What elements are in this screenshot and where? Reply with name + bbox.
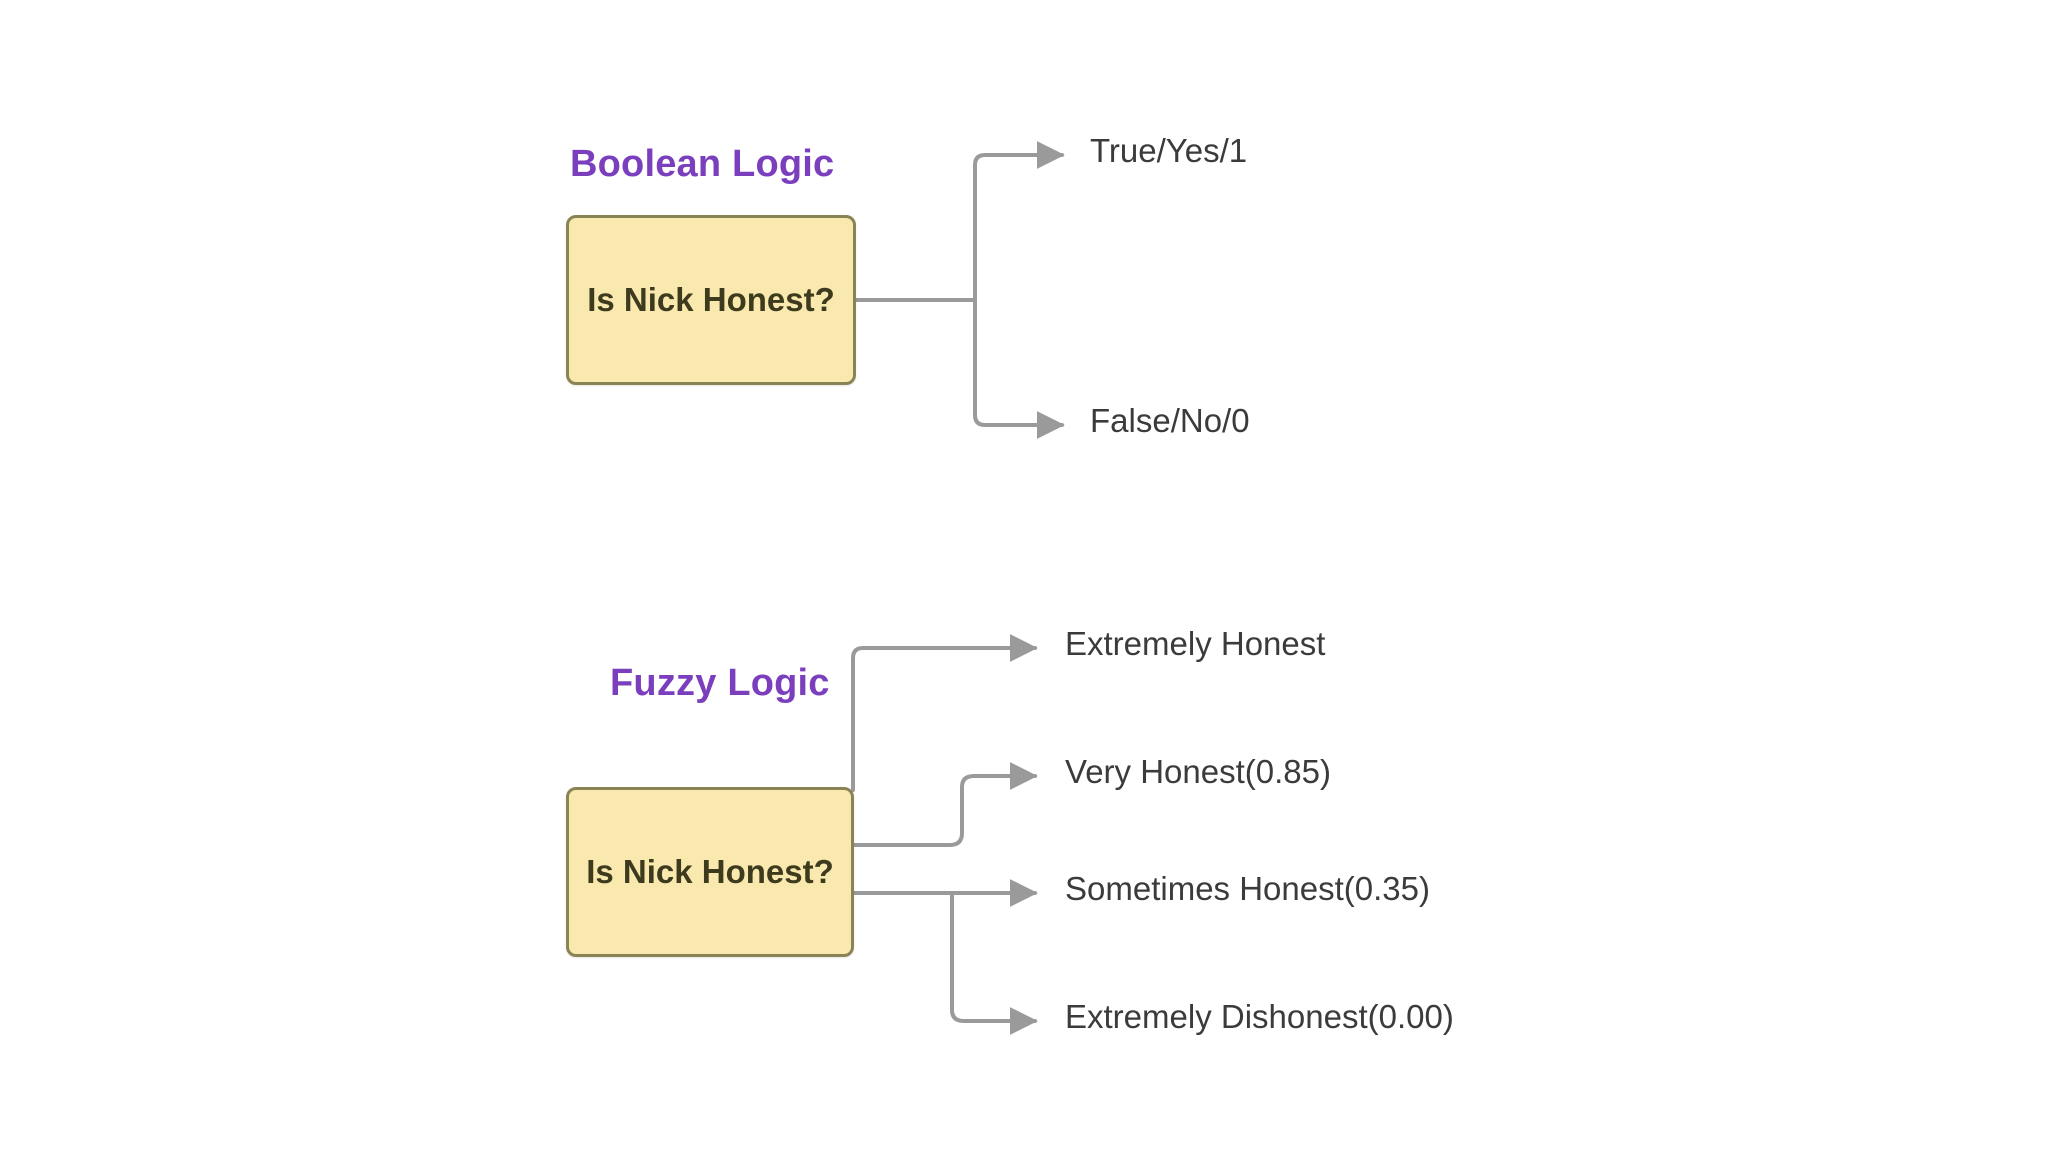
boolean-outcome-false: False/No/0 [1090,402,1250,439]
boolean-connector-true [973,141,1065,302]
boolean-connector-false [973,298,1065,439]
boolean-section-title: Boolean Logic [570,143,835,185]
fuzzy-outcome-very-honest: Very Honest(0.85) [1065,753,1331,790]
fuzzy-outcome-sometimes-honest: Sometimes Honest(0.35) [1065,870,1430,907]
boolean-decision-node-label: Is Nick Honest? [587,281,835,318]
fuzzy-connector-extremely-honest [851,634,1038,792]
fuzzy-decision-node[interactable]: Is Nick Honest? [566,787,854,957]
fuzzy-outcome-extremely-dishonest: Extremely Dishonest(0.00) [1065,998,1454,1035]
fuzzy-connector-very-honest [851,762,1038,847]
boolean-outcome-true: True/Yes/1 [1090,132,1248,169]
fuzzy-outcome-extremely-honest: Extremely Honest [1065,625,1326,662]
boolean-decision-node[interactable]: Is Nick Honest? [566,215,856,385]
fuzzy-section-title: Fuzzy Logic [610,662,830,704]
fuzzy-decision-node-label: Is Nick Honest? [586,853,834,890]
fuzzy-connector-extremely-dishonest [950,891,1038,1035]
